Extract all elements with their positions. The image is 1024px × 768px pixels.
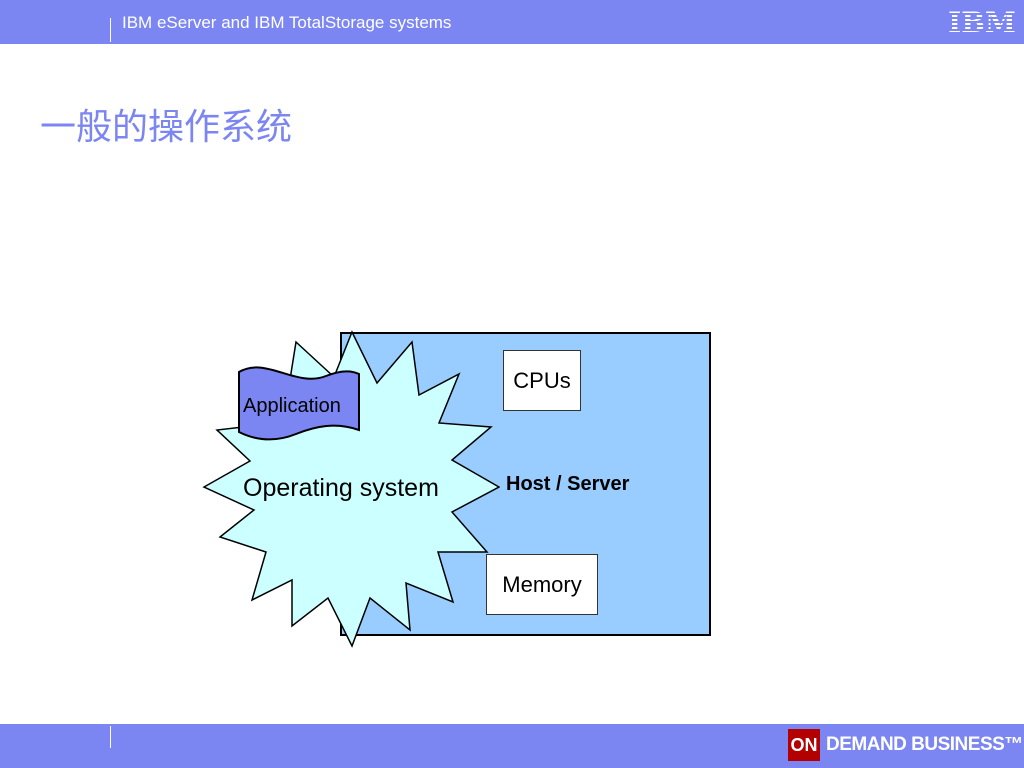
- host-server-label: Host / Server: [506, 473, 630, 495]
- operating-system-label: Operating system: [243, 474, 439, 502]
- footer-divider: [110, 726, 111, 748]
- header-title: IBM eServer and IBM TotalStorage systems: [122, 13, 452, 32]
- on-demand-brand: DEMAND BUSINESS™: [826, 734, 1023, 755]
- application-banner-shape: [238, 366, 360, 441]
- application-banner: [238, 366, 360, 441]
- application-label: Application: [243, 395, 341, 417]
- memory-label: Memory: [502, 571, 582, 597]
- on-demand-badge: ON: [788, 729, 820, 761]
- memory-box: Memory: [486, 554, 598, 615]
- cpus-label: CPUs: [513, 367, 571, 393]
- slide-title: 一般的操作系统: [40, 107, 293, 148]
- footer-bar: [0, 724, 1024, 768]
- header-divider: [110, 18, 111, 42]
- ibm-logo: IBM: [948, 7, 1016, 37]
- cpus-box: CPUs: [503, 350, 581, 411]
- header-bar: IBM eServer and IBM TotalStorage systems…: [0, 0, 1024, 44]
- ibm-logo-text: IBM: [948, 7, 1016, 37]
